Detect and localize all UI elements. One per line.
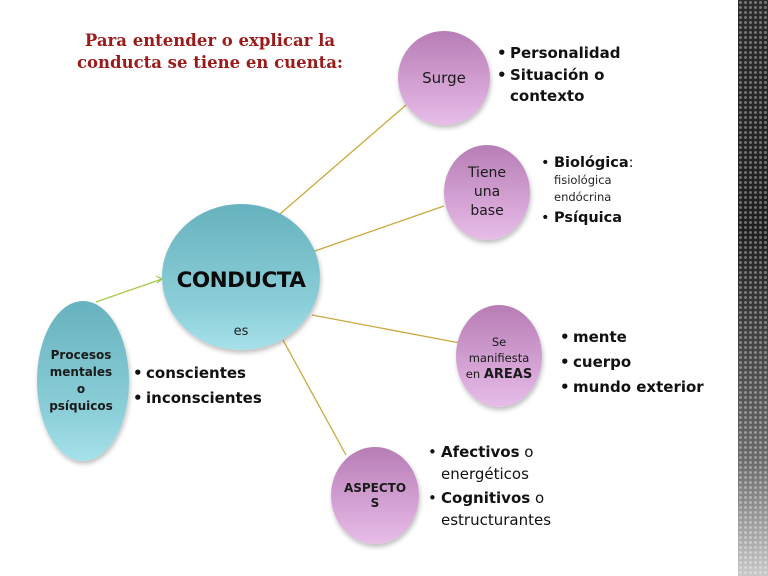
bullet-bold: Afectivos xyxy=(441,443,520,461)
aspectos-bullets: Afectivos o energéticos Cognitivos o est… xyxy=(428,442,578,531)
bullet-item: mundo exterior xyxy=(560,375,704,400)
areas-en: en xyxy=(465,366,481,381)
slide-title: Para entender o explicar la conducta se … xyxy=(76,31,344,72)
bullet-suffix: : xyxy=(628,155,634,171)
surge-node: Surge xyxy=(398,31,490,125)
connector-surge xyxy=(279,104,407,215)
bullet-item: Psíquica xyxy=(541,209,634,227)
aspectos-node: ASPECTO S xyxy=(331,447,419,544)
conducta-sub: es xyxy=(233,324,249,339)
bullet-item: cuerpo xyxy=(560,350,704,375)
areas-node: Se manifiesta en AREAS xyxy=(456,305,542,407)
surge-label: Surge xyxy=(422,69,466,87)
bullet-item: conscientes xyxy=(133,361,262,386)
bullet-bold: Psíquica xyxy=(554,210,623,226)
areas-line: en AREAS xyxy=(466,366,532,383)
bullet-item: mente xyxy=(560,325,704,350)
areas-line: manifiesta xyxy=(468,350,530,365)
bullet-item: Situación o contexto xyxy=(497,65,617,107)
bullet-sub: fisiológica xyxy=(554,173,612,187)
bullet-rest: o estructurantes xyxy=(441,489,552,529)
aspectos-line: ASPECTO xyxy=(343,480,407,495)
bullet-item: inconscientes xyxy=(133,386,262,411)
bullet-item: Biológica: fisiológica endócrina xyxy=(541,154,634,206)
surge-bullets: Personalidad Situación o contexto xyxy=(497,43,620,108)
tiene-line: base xyxy=(470,203,504,219)
procesos-line: Procesos xyxy=(50,348,112,362)
connector-aspectos xyxy=(282,339,347,456)
bullet-item: Afectivos o energéticos xyxy=(428,442,558,485)
procesos-line: psíquicos xyxy=(49,399,113,413)
bullet-bold: Cognitivos xyxy=(441,489,531,507)
bullet-sub: endócrina xyxy=(554,190,612,204)
procesos-line: mentales xyxy=(49,365,113,379)
tiene-node: Tiene una base xyxy=(444,145,530,240)
tiene-line: Tiene xyxy=(467,165,507,181)
connector-tiene xyxy=(311,205,445,253)
aspectos-line: S xyxy=(370,495,380,510)
areas-line: Se xyxy=(491,334,507,349)
tiene-bullets: Biológica: fisiológica endócrina Psíquic… xyxy=(541,154,634,227)
procesos-line: o xyxy=(76,382,86,396)
bullet-item: Cognitivos o estructurantes xyxy=(428,488,578,531)
areas-bold: AREAS xyxy=(483,366,533,382)
conducta-label: CONDUCTA xyxy=(176,268,306,293)
procesos-bullets: conscientes inconscientes xyxy=(133,361,262,411)
conducta-node: CONDUCTA es xyxy=(162,204,320,350)
procesos-node: Procesos mentales o psíquicos xyxy=(37,301,129,461)
connector-areas xyxy=(311,314,461,344)
areas-bullets: mente cuerpo mundo exterior xyxy=(560,325,704,400)
bullet-bold: Biológica xyxy=(554,155,629,171)
bullet-item: Personalidad xyxy=(497,43,620,64)
tiene-line: una xyxy=(473,184,501,200)
connector-procesos xyxy=(95,278,163,303)
decorative-side-bar xyxy=(738,0,768,576)
bullet-rest: o energéticos xyxy=(441,443,534,483)
